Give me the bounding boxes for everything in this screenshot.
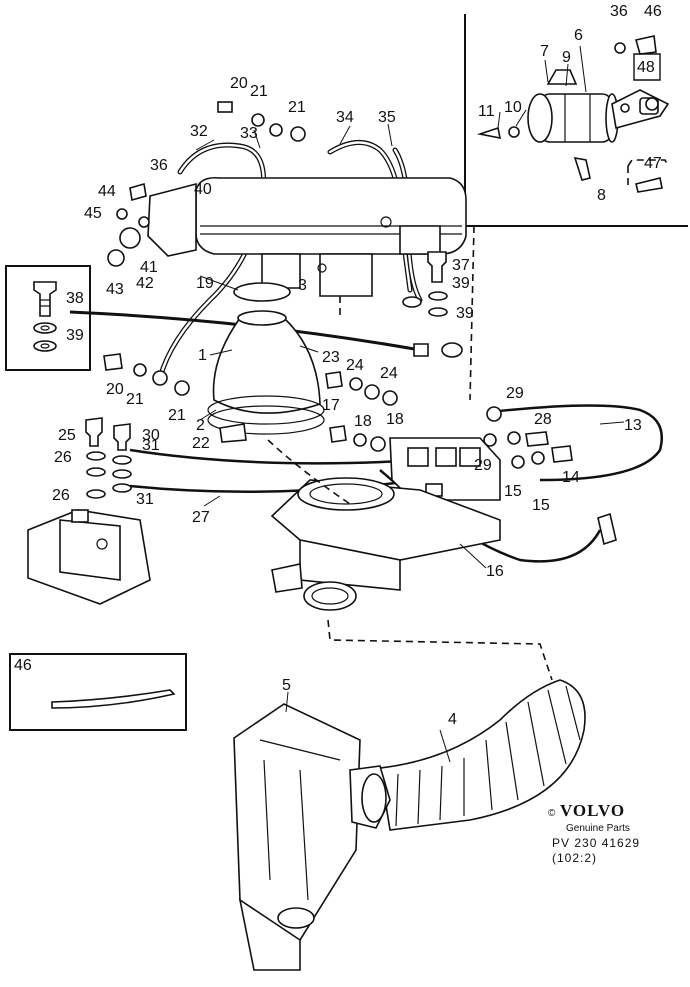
flex-hose	[379, 679, 586, 831]
callout: 48	[637, 59, 655, 76]
fuel-distributor	[389, 437, 501, 501]
callout: 23	[322, 349, 340, 366]
callout: 39	[456, 305, 474, 322]
callout: 41	[140, 259, 158, 276]
callout: 8	[597, 187, 606, 204]
callout: 29	[506, 385, 524, 402]
callout: 31	[136, 491, 154, 508]
callout: 16	[486, 563, 504, 580]
callout: 29	[474, 457, 492, 474]
callout: 15	[532, 497, 550, 514]
air-cleaner	[233, 703, 391, 971]
air-funnel	[207, 282, 325, 443]
callout: 44	[98, 183, 116, 200]
callout: 46	[14, 657, 32, 674]
callout: 47	[644, 155, 662, 172]
callout: 13	[624, 417, 642, 434]
filter-bolts	[476, 35, 663, 193]
callout: 34	[336, 109, 354, 126]
callout: 11	[478, 103, 495, 120]
callout: 39	[452, 275, 470, 292]
callout: 4	[448, 711, 457, 728]
inset-box-left	[5, 265, 91, 371]
callout: 45	[84, 205, 102, 222]
callout: 38	[66, 290, 84, 307]
callout: 21	[168, 407, 186, 424]
callout: 42	[136, 275, 154, 292]
callout: 18	[386, 411, 404, 428]
inset-box-46	[9, 653, 187, 731]
callout: 20	[230, 75, 248, 92]
callout-numbers: 36 46 7 9 6 48 11 10 47 8 20 21 21 32 33…	[14, 3, 662, 728]
callout: 26	[54, 449, 72, 466]
callout: 10	[504, 99, 522, 116]
callout: 9	[562, 49, 571, 66]
control-unit	[27, 509, 151, 605]
callout: 26	[52, 487, 70, 504]
inset-box-top-right	[464, 14, 688, 227]
callout: 18	[354, 413, 372, 430]
copyright-mark: ©	[548, 808, 556, 819]
brand-tagline: Genuine Parts	[566, 823, 630, 834]
callout: 6	[574, 27, 583, 44]
leader-lines	[195, 45, 625, 763]
callout: 22	[192, 435, 210, 452]
callout: 1	[198, 347, 207, 364]
callout: 3	[298, 277, 307, 294]
callout: 19	[196, 275, 214, 292]
diagram-sub-reference: (102:2)	[552, 851, 597, 865]
callout: 43	[106, 281, 124, 298]
callout: 36	[610, 3, 628, 20]
brand-name: VOLVO	[560, 801, 625, 820]
callout: 24	[346, 357, 364, 374]
callout: 21	[288, 99, 306, 116]
callout: 35	[378, 109, 396, 126]
callout: 25	[58, 427, 76, 444]
intake-manifold	[147, 176, 467, 297]
callout: 2	[196, 417, 205, 434]
callout: 17	[322, 397, 340, 414]
callout: 24	[380, 365, 398, 382]
callout: 46	[644, 3, 662, 20]
dashed-guides	[267, 225, 553, 681]
callout: 5	[282, 677, 291, 694]
callout: 14	[562, 469, 580, 486]
callout: 37	[452, 257, 470, 274]
callout: 21	[126, 391, 144, 408]
callout: 20	[106, 381, 124, 398]
callout: 32	[190, 123, 208, 140]
callout: 15	[504, 483, 522, 500]
callout: 36	[150, 157, 168, 174]
callout: 39	[66, 327, 84, 344]
callout: 31	[142, 437, 160, 454]
filter-canister	[527, 69, 670, 143]
callout: 28	[534, 411, 552, 428]
callout: 7	[540, 43, 549, 60]
callout: 27	[192, 509, 210, 526]
callout: 30	[142, 427, 160, 444]
callout: 21	[250, 83, 268, 100]
brand-block: © VOLVO Genuine Parts PV 230 41629 (102:…	[548, 801, 640, 865]
fasteners	[85, 101, 617, 546]
diagram-reference: PV 230 41629	[552, 836, 640, 850]
callout: 40	[194, 181, 212, 198]
air-flow-meter	[270, 477, 501, 611]
callout: 33	[240, 125, 258, 142]
